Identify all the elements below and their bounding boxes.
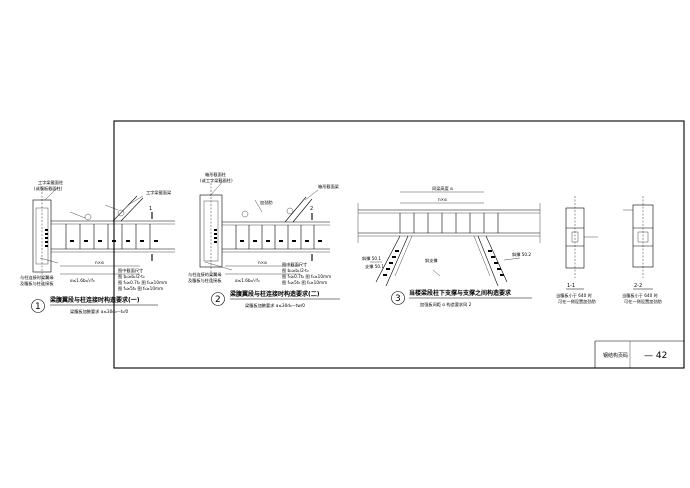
d2-callout-a: 箱形截面柱 (205, 171, 227, 178)
d3-callout-b: 斜撑 50.1 (362, 255, 381, 262)
d2-callout-c: 箱形截面梁 (318, 183, 340, 190)
d2-note-b: 图 b₀≥b₁/2-t₀ (282, 268, 309, 274)
d2-title: 梁腹翼段与柱连接时构造要求(二) (230, 290, 320, 298)
d2-dim-a: n×α (258, 260, 267, 265)
d2-dim-b: α≤1.6b₀/√f₀ (235, 278, 260, 283)
d1-callout-b: (或腹板截面柱) (34, 185, 63, 192)
d1-callout-c: 工字梁截面梁 (146, 189, 172, 196)
d2-subtitle: 梁腹板加腋要求 α≤30d₀—tw/0 (245, 302, 305, 309)
d2-note-c: 图 f₀≥0.7t₀ 图 f₀≥10mm (282, 274, 331, 280)
d1-note-d: 图 f₀≥5t₀ 图 f₀≥10mm (118, 286, 163, 292)
d3-callout-a: 斜支撑 (425, 257, 438, 264)
d2-callout-f: 及腹板与柱连接板 (188, 277, 222, 284)
section-1-1: 1-1 当腹板小于 640 时 可在一侧设置加劲肋 (556, 196, 598, 305)
d2-callout-d: 加劲肋 (260, 199, 273, 206)
d1-callout-e: 及腹板与柱连接板 (20, 280, 54, 287)
d3-subtitle: 加强板间距 α 构造要求同 2 (420, 301, 472, 308)
d1-subtitle: 梁腹板加腋要求 α≤30d₀—t₀/0 (70, 308, 128, 315)
d2-note-d: 图 f₀≥5t₀ 图 f₀≥10mm (282, 280, 327, 286)
d1-callout-d: 与柱连接时梁翼缘 (20, 274, 54, 281)
page-number: — 42 (644, 351, 667, 361)
d2-number: 2 (215, 295, 221, 305)
s22-note-a: 当腹板小于 640 时 (622, 292, 659, 299)
d2-callout-e: 与柱连接的梁翼缘 (188, 271, 222, 278)
d1-note-b: 图 b₀≥b₁/2-t₀ (118, 274, 145, 280)
s22-label: 2-2 (634, 283, 642, 289)
d2-section-mark: 2 (310, 206, 313, 212)
d1-note-a: 图中截面尺寸 (118, 267, 143, 274)
d1-section-mark: 1 (149, 206, 152, 212)
d2-note-a: 图中截面尺寸 (282, 261, 307, 268)
d1-callout-a: 工字梁截面柱 (38, 179, 64, 186)
page-label: 钢结构页码 (603, 352, 628, 359)
d1-dim-b: α≤1.6b₀/√f₀ (70, 278, 95, 283)
d1-dim-a: n×α (95, 260, 104, 265)
d3-number: 3 (395, 294, 401, 304)
section-2-2: 2-2 当腹板小于 640 时 可在一侧设置加劲肋 (622, 196, 662, 305)
d3-dim-a: 同梁高度 α (432, 185, 453, 192)
s22-note-b: 可在一侧设置加劲肋 (624, 298, 662, 305)
d3-callout-c: 支撑 50.1 (365, 263, 384, 270)
d1-note-c: 图 f₀≥0.7t₀ 图 f₀≥10mm (118, 280, 167, 286)
s11-label: 1-1 (567, 283, 575, 289)
s11-note-a: 当腹板小于 640 时 (556, 292, 593, 299)
detail-3: 同梁高度 α n×α 斜支撑 斜撑 50.1 支撑 50.1 斜撑 50.2 3… (357, 185, 541, 308)
title-block: 钢结构页码 — 42 (594, 340, 684, 368)
sheet-border (113, 120, 685, 369)
detail-1: 工字梁截面柱 (或腹板截面柱) 工字梁截面梁 与柱连接时梁翼缘 及腹板与柱连接板… (20, 179, 175, 315)
s11-note-b: 可在一侧设置加劲肋 (558, 298, 596, 305)
d1-number: 1 (35, 302, 41, 312)
detail-2: 箱形截面柱 (或工字梁截面柱) 箱形截面梁 加劲肋 与柱连接的梁翼缘 及腹板与柱… (188, 171, 340, 309)
d1-title: 梁腹翼段与柱连接时构造要求(一) (50, 296, 140, 304)
d3-dim-b: n×α (438, 197, 447, 202)
d3-callout-d: 斜撑 50.2 (512, 251, 531, 258)
d2-callout-b: (或工字梁截面柱) (200, 177, 233, 184)
d3-title: 当楼梁段柱下支撑与支撑之间构造要求 (409, 289, 512, 297)
